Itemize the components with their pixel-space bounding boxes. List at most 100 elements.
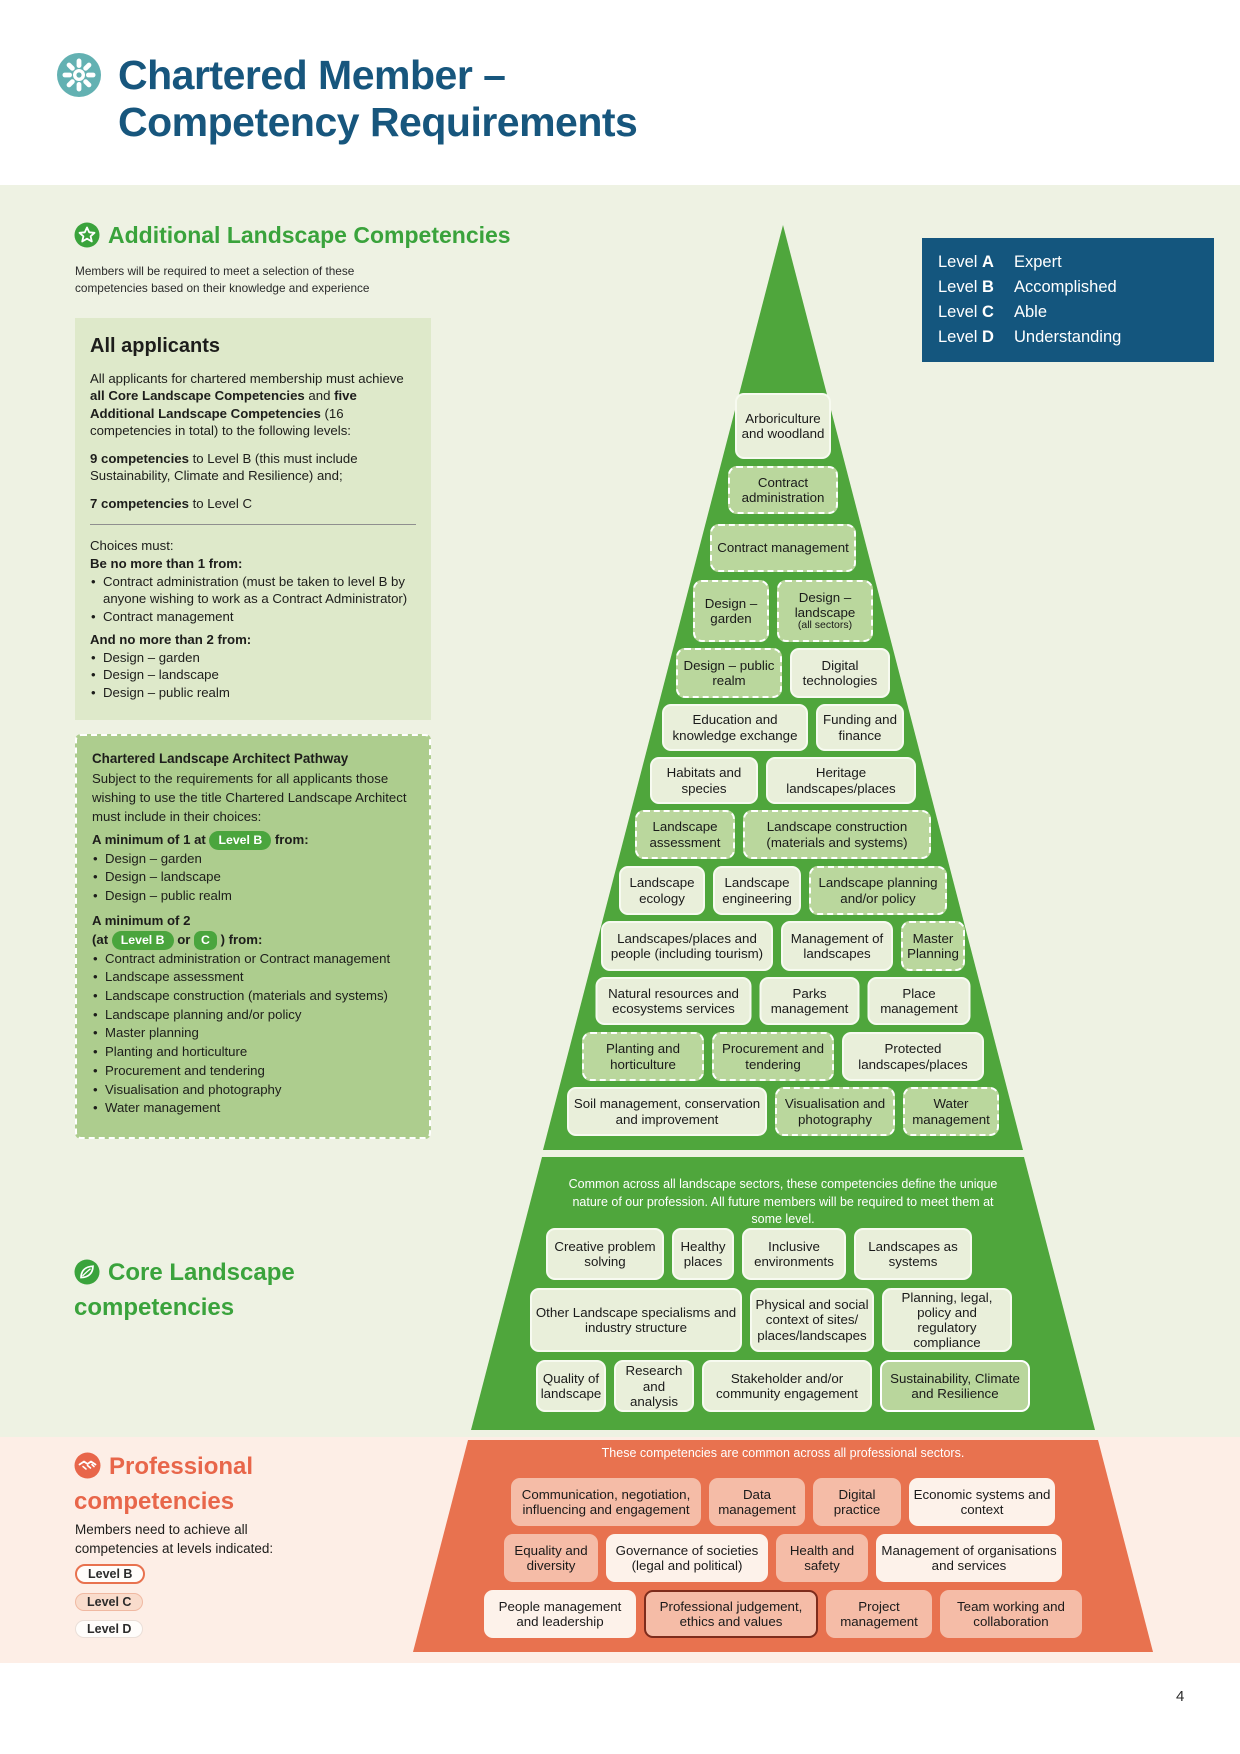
competency-box-people-management-and: People management and leadership <box>484 1590 636 1638</box>
page-title: Chartered Member – Competency Requiremen… <box>118 52 638 146</box>
professional-intro-text: These competencies are common across all… <box>601 1446 965 1460</box>
level-b-pill: Level B <box>75 1564 146 1584</box>
chartered-pathway-panel: Chartered Landscape Architect Pathway Su… <box>75 734 431 1140</box>
list-item: Contract administration (must be taken t… <box>90 573 416 608</box>
list-item: Planting and horticulture <box>92 1043 414 1062</box>
competency-box-parks-management: Parks management <box>759 977 860 1025</box>
competency-box-management-of-organisations: Management of organisations and services <box>876 1534 1062 1582</box>
left-column: All applicants All applicants for charte… <box>75 318 431 1140</box>
pyramid-row: Communication, negotiation, influencing … <box>511 1478 1055 1526</box>
competency-box-master-planning: Master Planning <box>901 921 965 971</box>
list-item: Landscape construction (materials and sy… <box>92 987 414 1006</box>
list-item: Water management <box>92 1099 414 1118</box>
professional-note: Members need to achieve all competencies… <box>75 1522 274 1557</box>
list-item: Landscape planning and/or policy <box>92 1006 414 1025</box>
competency-box-professional-judgement-ethics: Professional judgement, ethics and value… <box>644 1590 818 1638</box>
list-item: Design – public realm <box>92 887 414 906</box>
level-pill: Level B <box>209 830 272 850</box>
competency-box-education-and-knowledge: Education and knowledge exchange <box>662 704 808 751</box>
competency-box-arboriculture-and-woodland: Arboriculture and woodland <box>735 393 831 459</box>
competency-box-healthy-places: Healthy places <box>672 1228 734 1280</box>
flower-icon <box>56 52 102 103</box>
competency-box-protected-landscapes-places: Protected landscapes/places <box>842 1032 984 1081</box>
competency-box-habitats-and-species: Habitats and species <box>650 757 758 804</box>
list-item: Contract administration or Contract mana… <box>92 950 414 969</box>
pyramid-row: Arboriculture and woodland <box>735 393 831 459</box>
competency-box-economic-systems-and: Economic systems and context <box>909 1478 1055 1526</box>
pyramid-additional-section <box>543 225 1023 1150</box>
competency-box-digital-technologies: Digital technologies <box>790 648 890 698</box>
competency-box-soil-management-conservation: Soil management, conservation and improv… <box>567 1087 767 1136</box>
competency-box-other-landscape-specialisms: Other Landscape specialisms and industry… <box>530 1288 742 1352</box>
list-item: Procurement and tendering <box>92 1062 414 1081</box>
pyramid-row: Other Landscape specialisms and industry… <box>530 1288 1012 1352</box>
competency-box-planning-legal-policy: Planning, legal, policy and regulatory c… <box>882 1288 1012 1352</box>
list-item: Design – public realm <box>90 684 416 702</box>
competency-box-governance-of-societies: Governance of societies (legal and polit… <box>606 1534 768 1582</box>
list-item: Design – landscape <box>92 868 414 887</box>
pyramid-row: Contract administration <box>728 466 838 514</box>
competency-box-water-management: Water management <box>903 1087 999 1136</box>
competency-box-inclusive-environments: Inclusive environments <box>742 1228 846 1280</box>
list-item: Visualisation and photography <box>92 1081 414 1100</box>
competency-box-contract-administration: Contract administration <box>728 466 838 514</box>
competency-box-creative-problem-solving: Creative problem solving <box>546 1228 664 1280</box>
competency-box-landscapes-places-and: Landscapes/places and people (including … <box>601 921 773 971</box>
list-item: Contract management <box>90 608 416 626</box>
competency-box-natural-resources-and: Natural resources and ecosystems service… <box>595 977 752 1025</box>
competency-box-landscape-ecology: Landscape ecology <box>619 866 705 915</box>
all-applicants-paragraph: 9 competencies to Level B (this must inc… <box>90 450 358 484</box>
choices-label: Choices must: <box>90 538 174 554</box>
list-item: Landscape assessment <box>92 968 414 987</box>
competency-box-design-garden: Design – garden <box>693 580 769 642</box>
professional-heading-label: Professional competencies <box>74 1453 254 1515</box>
competency-box-design-public-realm: Design – public realm <box>676 648 782 698</box>
competency-box-data-management: Data management <box>709 1478 805 1526</box>
masthead: Chartered Member – Competency Requiremen… <box>56 52 638 146</box>
additional-heading-label: Additional Landscape Competencies <box>108 222 511 248</box>
all-applicants-paragraph: All applicants for chartered membership … <box>90 370 404 439</box>
additional-intro-text: Members will be required to meet a selec… <box>75 264 370 295</box>
competency-box-procurement-and-tendering: Procurement and tendering <box>712 1032 834 1081</box>
leaf-icon <box>74 1259 100 1293</box>
all-applicants-panel: All applicants All applicants for charte… <box>75 318 431 721</box>
competency-box-equality-and-diversity: Equality and diversity <box>504 1534 598 1582</box>
competency-box-stakeholder-and-or: Stakeholder and/or community engagement <box>702 1360 872 1412</box>
rule-1-list: Contract administration (must be taken t… <box>90 573 416 626</box>
competency-box-digital-practice: Digital practice <box>813 1478 901 1526</box>
pathway-min2-levels: (at Level B or C ) from: <box>92 930 414 950</box>
pyramid-row: Landscapes/places and people (including … <box>601 921 965 971</box>
core-competencies-heading: Core Landscape competencies <box>74 1258 354 1323</box>
star-icon <box>74 222 100 254</box>
competency-box-landscape-planning-and: Landscape planning and/or policy <box>809 866 947 915</box>
competency-box-landscape-engineering: Landscape engineering <box>713 866 801 915</box>
list-item: Design – landscape <box>90 666 416 684</box>
list-item: Design – garden <box>92 850 414 869</box>
pyramid-row: Contract management <box>710 524 856 572</box>
rule-1-label: Be no more than 1 from: <box>90 555 243 571</box>
competency-box-funding-and-finance: Funding and finance <box>816 704 904 751</box>
level-c-pill: Level C <box>75 1593 144 1611</box>
competency-box-landscape-assessment: Landscape assessment <box>635 810 735 859</box>
competency-box-sustainability-climate-and: Sustainability, Climate and Resilience <box>880 1360 1030 1412</box>
level-d-pill: Level D <box>75 1620 144 1638</box>
competency-box-quality-of-landscape: Quality of landscape <box>536 1360 606 1412</box>
level-pills: Level B Level C Level D <box>75 1564 146 1638</box>
pyramid-row: Natural resources and ecosystems service… <box>595 977 971 1025</box>
all-applicants-title: All applicants <box>90 335 221 357</box>
rule-2-label: And no more than 2 from: <box>90 632 252 648</box>
page-number: 4 <box>1176 1688 1185 1705</box>
level-pill: C <box>194 930 217 950</box>
professional-competencies-heading: Professional competencies <box>74 1452 324 1517</box>
